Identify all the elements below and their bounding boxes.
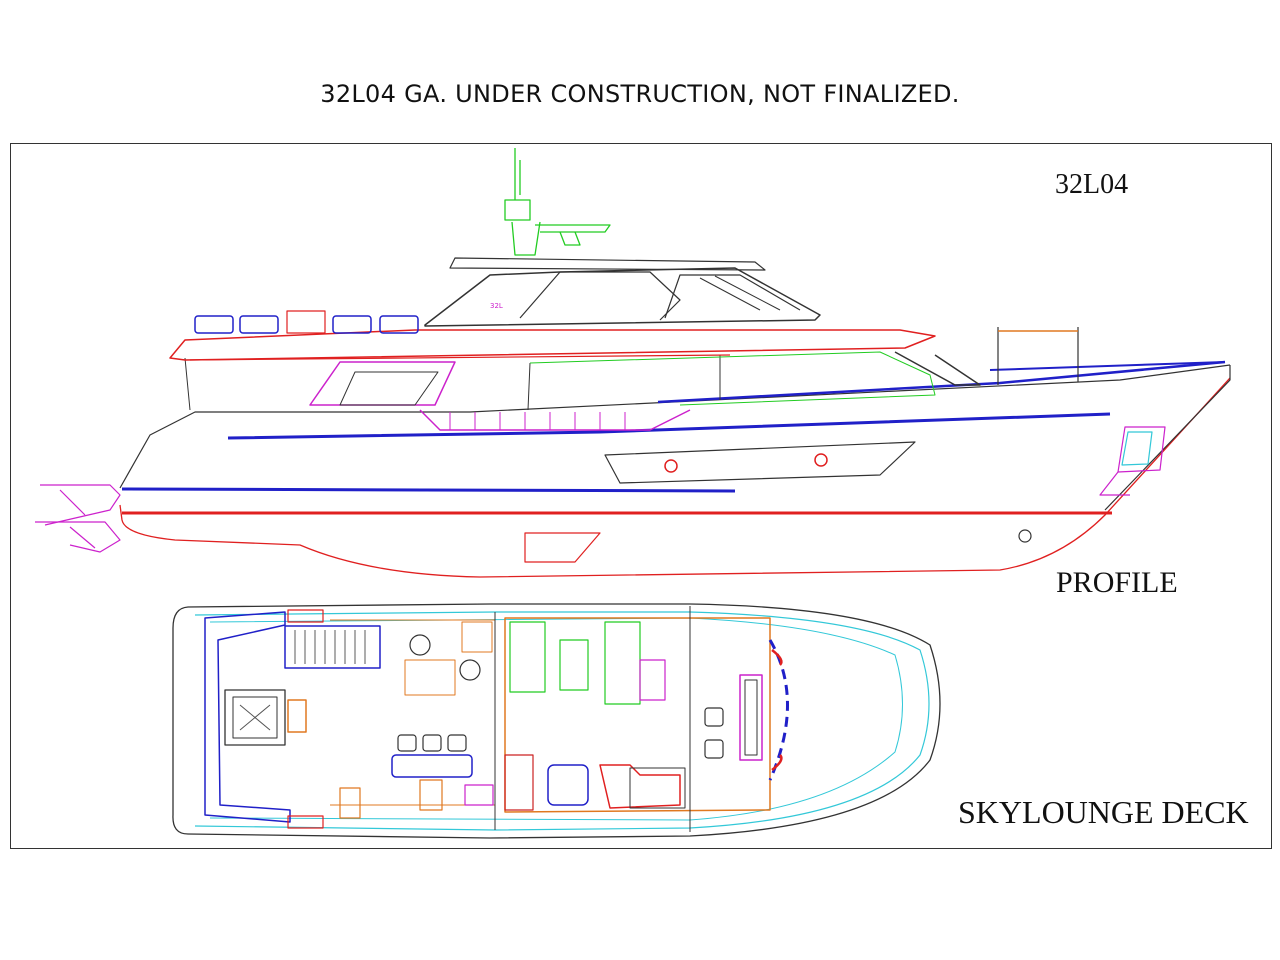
model-label: 32L04 bbox=[1055, 169, 1128, 200]
skylounge-deck-plan bbox=[172, 603, 941, 839]
radar-mast bbox=[504, 148, 611, 256]
profile-label: PROFILE bbox=[1056, 566, 1178, 599]
helm-windscreen bbox=[768, 639, 789, 781]
skylounge-label: SKYLOUNGE DECK bbox=[958, 794, 1249, 830]
hardtop bbox=[424, 267, 821, 327]
interior-stair bbox=[599, 764, 681, 809]
skylounge-interior bbox=[504, 617, 771, 813]
skylounge-roof bbox=[169, 329, 936, 361]
hull-window-panel bbox=[604, 441, 916, 484]
aft-seating bbox=[204, 611, 291, 823]
main-deck-superstructure bbox=[184, 355, 721, 411]
badge-label: 32L bbox=[490, 302, 503, 310]
stern-davit bbox=[35, 484, 121, 553]
helm-console bbox=[739, 674, 763, 761]
porthole bbox=[664, 459, 678, 473]
hull-outline bbox=[119, 377, 1231, 578]
porthole bbox=[814, 453, 828, 467]
stair bbox=[284, 625, 381, 669]
profile-view: 32L bbox=[35, 148, 1231, 578]
rubrail bbox=[227, 412, 1111, 440]
sheer-line bbox=[119, 364, 1231, 489]
drawing-frame bbox=[10, 143, 1272, 849]
page-title: 32L04 GA. UNDER CONSTRUCTION, NOT FINALI… bbox=[320, 80, 960, 108]
bar-counter bbox=[391, 754, 473, 778]
sundeck-seating bbox=[194, 315, 419, 334]
bow-rail bbox=[989, 361, 1226, 371]
bar-stools bbox=[397, 734, 467, 752]
deck-outline bbox=[172, 603, 941, 839]
